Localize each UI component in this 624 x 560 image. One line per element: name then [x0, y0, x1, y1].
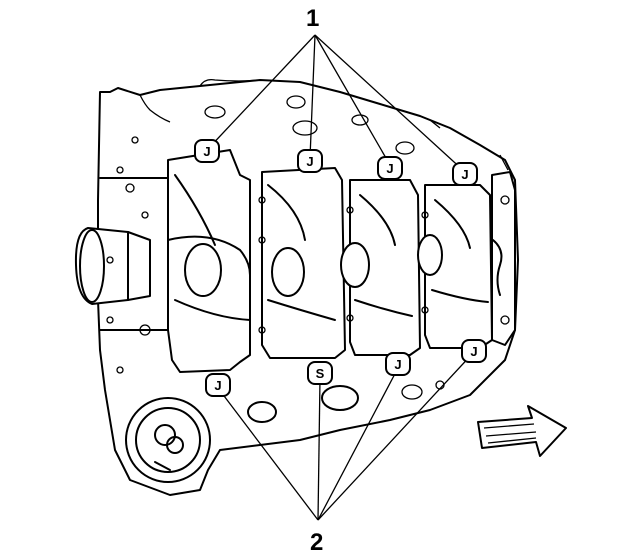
tag-bottom-3: J: [385, 352, 411, 376]
tag-bottom-4: J: [461, 339, 487, 363]
bearing-cap-3: [340, 179, 421, 356]
tag-top-4: J: [452, 162, 478, 186]
callout-1: 1: [306, 5, 319, 32]
tag-bottom-3-label: J: [394, 357, 401, 372]
bearing-cap-4: [417, 184, 493, 349]
crankshaft-nose: [74, 227, 151, 305]
tag-top-1: J: [194, 139, 220, 163]
direction-arrow-icon: [477, 405, 567, 457]
tag-top-4-label: J: [461, 167, 468, 182]
bearing-cap-2: [258, 167, 346, 359]
tag-top-3-label: J: [386, 161, 393, 176]
callout-1-leaders: [206, 34, 466, 173]
tag-bottom-4-label: J: [470, 344, 477, 359]
engine-block-outline: [97, 78, 519, 496]
rear-pulley: [125, 397, 211, 483]
bearing-cap-1: [167, 149, 251, 373]
tag-top-2-label: J: [306, 154, 313, 169]
deck-holes: [106, 95, 415, 264]
lower-casting: [116, 366, 445, 423]
tag-bottom-2: S: [307, 361, 333, 385]
tag-top-2: J: [297, 149, 323, 173]
tag-bottom-2-label: S: [316, 366, 325, 381]
callout-2: 2: [310, 529, 323, 556]
tag-top-1-label: J: [203, 144, 210, 159]
tag-top-3: J: [377, 156, 403, 180]
callout-2-leaders: [217, 351, 475, 521]
bearing-cap-5: [491, 171, 516, 346]
tag-bottom-1: J: [205, 373, 231, 397]
tag-bottom-1-label: J: [214, 378, 221, 393]
